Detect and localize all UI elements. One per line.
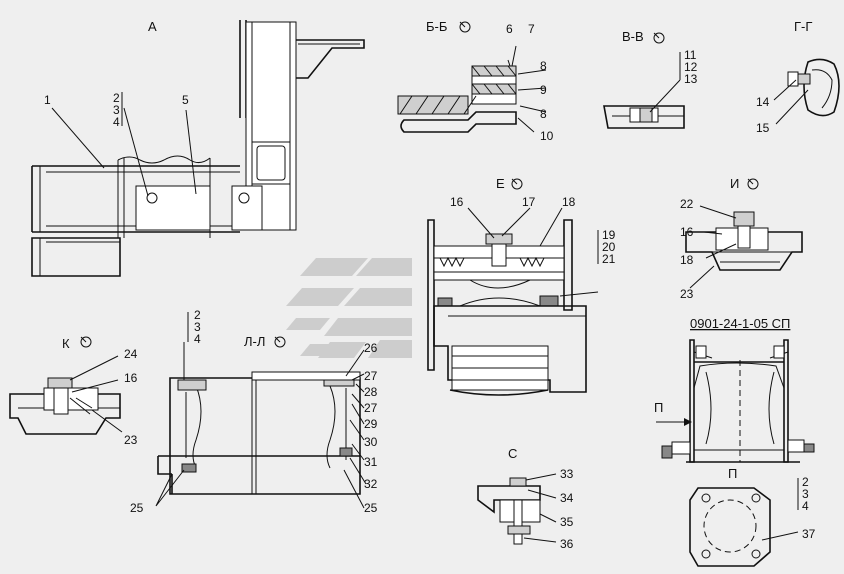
callout-24: 24 bbox=[124, 347, 138, 361]
callout-21: 21 bbox=[602, 252, 616, 266]
view-p: П 2 3 4 37 bbox=[689, 466, 816, 567]
view-e: Е 16 17 18 19 20 21 bbox=[427, 176, 616, 396]
callout-4k: 4 bbox=[194, 332, 201, 346]
callout-19: 19 bbox=[602, 228, 616, 242]
rotation-circle-icon bbox=[80, 336, 92, 348]
callout-36: 36 bbox=[560, 537, 574, 551]
callout-23i: 23 bbox=[680, 287, 694, 301]
callout-3k: 3 bbox=[194, 320, 201, 334]
callout-27a: 27 bbox=[364, 369, 378, 383]
callout-18e: 18 bbox=[562, 195, 576, 209]
callout-20: 20 bbox=[602, 240, 616, 254]
callout-22: 22 bbox=[680, 197, 694, 211]
callout-13: 13 bbox=[684, 72, 698, 86]
callout-3: 3 bbox=[113, 103, 120, 117]
view-i-title: И bbox=[730, 176, 739, 191]
view-a: А 1 2 3 4 5 bbox=[31, 19, 365, 277]
callout-25b: 25 bbox=[364, 501, 378, 515]
doc-number: 0901-24-1-05 СП bbox=[690, 316, 790, 331]
view-bb: Б-Б 6 7 8 9 8 10 bbox=[397, 19, 554, 143]
callout-6: 6 bbox=[506, 22, 513, 36]
callout-25a: 25 bbox=[130, 501, 144, 515]
callout-29: 29 bbox=[364, 417, 378, 431]
callout-11: 11 bbox=[684, 48, 697, 62]
rotation-circle-icon bbox=[511, 178, 523, 190]
rotation-circle-icon bbox=[747, 178, 759, 190]
callout-33: 33 bbox=[560, 467, 574, 481]
callout-1: 1 bbox=[44, 93, 51, 107]
view-gg-title: Г-Г bbox=[794, 19, 812, 34]
view-vv-title: В-В bbox=[622, 29, 644, 44]
callout-34: 34 bbox=[560, 491, 574, 505]
view-bb-title: Б-Б bbox=[426, 19, 447, 34]
callout-7: 7 bbox=[528, 22, 535, 36]
callout-27b: 27 bbox=[364, 401, 378, 415]
callout-23k: 23 bbox=[124, 433, 138, 447]
view-k: К 24 16 23 bbox=[9, 336, 138, 447]
view-i: И 22 16 18 23 bbox=[680, 176, 803, 301]
callout-15: 15 bbox=[756, 121, 770, 135]
view-a-title: А bbox=[148, 19, 157, 34]
view-p-arrow-label: П bbox=[654, 400, 663, 415]
view-vv: В-В 11 12 13 bbox=[603, 29, 698, 129]
callout-37: 37 bbox=[802, 527, 816, 541]
view-s: С 33 34 35 36 bbox=[477, 446, 574, 551]
callout-16e: 16 bbox=[450, 195, 464, 209]
callout-8a: 8 bbox=[540, 59, 547, 73]
callout-31: 31 bbox=[364, 455, 378, 469]
callout-5: 5 bbox=[182, 93, 189, 107]
callout-8b: 8 bbox=[540, 107, 547, 121]
callout-30: 30 bbox=[364, 435, 378, 449]
view-s-title: С bbox=[508, 446, 517, 461]
callout-4p: 4 bbox=[802, 499, 809, 513]
callout-26: 26 bbox=[364, 341, 378, 355]
callout-18i: 18 bbox=[680, 253, 694, 267]
view-k-title: К bbox=[62, 336, 70, 351]
rotation-circle-icon bbox=[653, 32, 665, 44]
callout-16k: 16 bbox=[124, 371, 138, 385]
callout-14: 14 bbox=[756, 95, 770, 109]
callout-16i: 16 bbox=[680, 225, 694, 239]
callout-2p: 2 bbox=[802, 475, 809, 489]
watermark-logo bbox=[286, 258, 412, 358]
rotation-circle-icon bbox=[274, 336, 286, 348]
rotation-circle-icon bbox=[459, 21, 471, 33]
callout-4: 4 bbox=[113, 115, 120, 129]
callout-2: 2 bbox=[113, 91, 120, 105]
callout-9: 9 bbox=[540, 83, 547, 97]
callout-17: 17 bbox=[522, 195, 536, 209]
callout-2k: 2 bbox=[194, 308, 201, 322]
callout-3p: 3 bbox=[802, 487, 809, 501]
callout-10: 10 bbox=[540, 129, 554, 143]
callout-32: 32 bbox=[364, 477, 378, 491]
view-gg: Г-Г 14 15 bbox=[756, 19, 840, 135]
view-e-title: Е bbox=[496, 176, 505, 191]
assembly-frame-view: 0901-24-1-05 СП П bbox=[654, 316, 815, 463]
callout-35: 35 bbox=[560, 515, 574, 529]
view-ll-title: Л-Л bbox=[244, 334, 265, 349]
callout-28: 28 bbox=[364, 385, 378, 399]
callout-12: 12 bbox=[684, 60, 698, 74]
view-p-title: П bbox=[728, 466, 737, 481]
view-ll: Л-Л 2 3 4 26 27 28 27 29 30 31 32 25 25 bbox=[130, 308, 378, 515]
